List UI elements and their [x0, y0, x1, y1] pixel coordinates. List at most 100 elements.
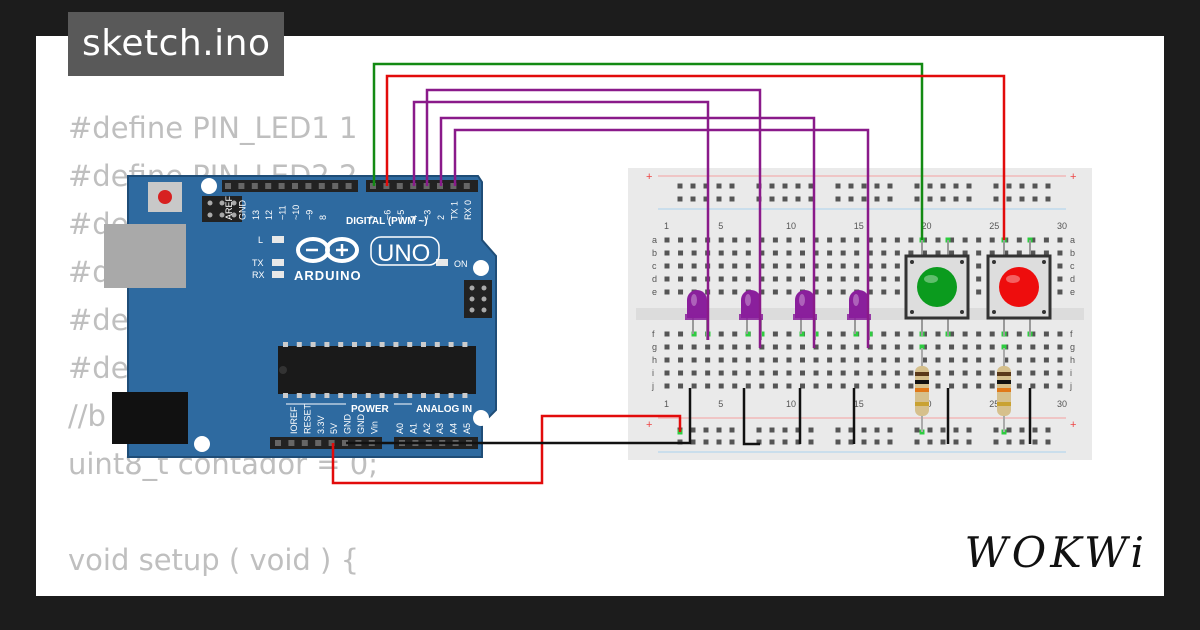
breadboard-hole[interactable]	[800, 383, 805, 389]
breadboard-hole[interactable]	[732, 276, 738, 282]
breadboard-hole[interactable]	[881, 370, 887, 376]
green-button-cap[interactable]	[917, 267, 957, 307]
breadboard-hole[interactable]	[772, 250, 778, 256]
rail-hole[interactable]	[716, 196, 722, 202]
breadboard-hole[interactable]	[962, 237, 968, 243]
rail-hole[interactable]	[861, 183, 867, 189]
breadboard-hole[interactable]	[894, 237, 900, 243]
breadboard-hole[interactable]	[772, 237, 778, 243]
breadboard-hole[interactable]	[1057, 263, 1063, 269]
breadboard-hole[interactable]	[678, 263, 684, 269]
breadboard-hole[interactable]	[1043, 331, 1049, 337]
breadboard-hole[interactable]	[813, 276, 819, 282]
breadboard-hole[interactable]	[813, 289, 819, 295]
file-tab[interactable]: sketch.ino	[68, 12, 285, 76]
breadboard-hole[interactable]	[1016, 370, 1022, 376]
breadboard-hole[interactable]	[989, 344, 995, 350]
breadboard-hole[interactable]	[718, 237, 724, 243]
rail-hole[interactable]	[887, 183, 893, 189]
breadboard-hole[interactable]	[976, 263, 982, 269]
rail-hole[interactable]	[940, 439, 946, 445]
breadboard-hole[interactable]	[1057, 250, 1063, 256]
breadboard-hole[interactable]	[813, 237, 819, 243]
wire-black-gnd-2[interactable]	[742, 388, 760, 446]
breadboard-hole[interactable]	[935, 331, 941, 337]
breadboard-hole[interactable]	[867, 357, 873, 363]
rail-hole[interactable]	[835, 183, 841, 189]
breadboard-hole[interactable]	[705, 370, 711, 376]
breadboard-hole[interactable]	[827, 357, 833, 363]
rail-hole[interactable]	[690, 439, 696, 445]
breadboard-hole[interactable]	[989, 331, 995, 337]
rail-hole[interactable]	[1019, 427, 1025, 433]
resistor-1[interactable]	[915, 348, 929, 432]
rail-hole[interactable]	[1006, 196, 1012, 202]
breadboard-hole[interactable]	[664, 344, 670, 350]
breadboard-hole[interactable]	[840, 276, 846, 282]
pin-hole[interactable]	[288, 440, 295, 446]
rail-hole[interactable]	[861, 427, 867, 433]
breadboard-hole[interactable]	[786, 289, 792, 295]
rail-hole[interactable]	[1006, 427, 1012, 433]
breadboard-hole[interactable]	[786, 331, 792, 337]
breadboard-hole[interactable]	[976, 331, 982, 337]
breadboard-hole[interactable]	[881, 331, 887, 337]
breadboard-hole[interactable]	[772, 383, 778, 389]
breadboard-hole[interactable]	[935, 344, 941, 350]
rail-hole[interactable]	[769, 196, 775, 202]
breadboard-hole[interactable]	[949, 344, 955, 350]
breadboard-hole[interactable]	[745, 370, 751, 376]
rail-hole[interactable]	[874, 439, 880, 445]
reset-button[interactable]	[158, 190, 172, 204]
breadboard-hole[interactable]	[1030, 237, 1036, 243]
breadboard-hole[interactable]	[732, 289, 738, 295]
rail-hole[interactable]	[993, 439, 999, 445]
breadboard-hole[interactable]	[1057, 344, 1063, 350]
breadboard-hole[interactable]	[691, 263, 697, 269]
rail-hole[interactable]	[716, 439, 722, 445]
rail-hole[interactable]	[1045, 183, 1051, 189]
pin-hole[interactable]	[342, 440, 348, 446]
breadboard-hole[interactable]	[881, 276, 887, 282]
rail-hole[interactable]	[1032, 439, 1038, 445]
breadboard-hole[interactable]	[962, 357, 968, 363]
breadboard-hole[interactable]	[678, 344, 684, 350]
breadboard-hole[interactable]	[854, 357, 860, 363]
rail-hole[interactable]	[703, 427, 709, 433]
breadboard-hole[interactable]	[718, 250, 724, 256]
rail-hole[interactable]	[914, 183, 920, 189]
breadboard-hole[interactable]	[894, 276, 900, 282]
breadboard-hole[interactable]	[1003, 250, 1009, 256]
rail-hole[interactable]	[1045, 439, 1051, 445]
breadboard-hole[interactable]	[949, 357, 955, 363]
breadboard-hole[interactable]	[759, 289, 765, 295]
rail-hole[interactable]	[966, 196, 972, 202]
breadboard-hole[interactable]	[976, 276, 982, 282]
breadboard-hole[interactable]	[840, 263, 846, 269]
rail-hole[interactable]	[874, 183, 880, 189]
breadboard-hole[interactable]	[1016, 250, 1022, 256]
breadboard-hole[interactable]	[989, 383, 995, 389]
breadboard-hole[interactable]	[976, 237, 982, 243]
breadboard-hole[interactable]	[921, 250, 927, 256]
breadboard-hole[interactable]	[827, 237, 833, 243]
rail-hole[interactable]	[993, 183, 999, 189]
wire-purple-3[interactable]	[439, 116, 816, 348]
breadboard-hole[interactable]	[894, 357, 900, 363]
breadboard-hole[interactable]	[1030, 357, 1036, 363]
rail-hole[interactable]	[716, 183, 722, 189]
breadboard-hole[interactable]	[935, 383, 941, 389]
breadboard-hole[interactable]	[1057, 331, 1063, 337]
breadboard-hole[interactable]	[691, 276, 697, 282]
breadboard-hole[interactable]	[691, 357, 697, 363]
breadboard-hole[interactable]	[1057, 237, 1063, 243]
led-4[interactable]	[847, 290, 871, 340]
pin-hole[interactable]	[315, 440, 322, 446]
wire-purple-2[interactable]	[425, 88, 762, 348]
pin-hole[interactable]	[318, 183, 325, 189]
breadboard-hole[interactable]	[691, 344, 697, 350]
breadboard-hole[interactable]	[732, 357, 738, 363]
breadboard-hole[interactable]	[1030, 331, 1036, 337]
breadboard-hole[interactable]	[745, 357, 751, 363]
